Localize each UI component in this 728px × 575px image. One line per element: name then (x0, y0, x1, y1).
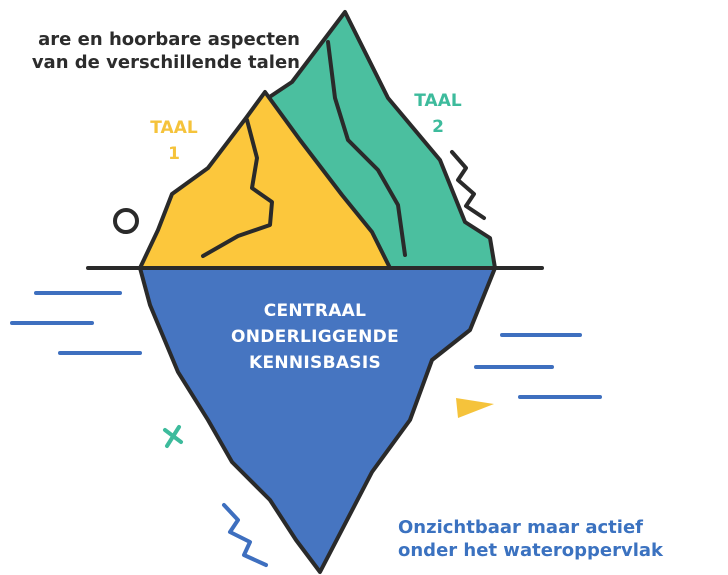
visible-aspects-caption: are en hoorbare aspecten van de verschil… (0, 28, 300, 74)
peak-taal-1-crack (201, 118, 274, 258)
label-line: 1 (168, 144, 180, 164)
underwater-caption: Onzichtbaar maar actief onder het watero… (398, 516, 663, 562)
label-line: TAAL (414, 91, 462, 111)
squiggle-decoration-blue (222, 503, 268, 567)
peak-taal-1 (138, 90, 392, 270)
underwater-iceberg (138, 266, 497, 574)
squiggle-decoration-dark (450, 150, 486, 220)
central-knowledge-label: CENTRAAL ONDERLIGGENDE KENNISBASIS (190, 298, 440, 376)
peak-taal-2-crack (326, 40, 407, 257)
label-line: KENNISBASIS (248, 353, 382, 373)
cross-decoration (163, 425, 183, 448)
circle-decoration (113, 208, 139, 234)
caption-line: are en hoorbare aspecten (38, 29, 300, 50)
label-line: TAAL (150, 118, 198, 138)
triangle-decoration (456, 398, 494, 418)
label-line: CENTRAAL (263, 301, 367, 321)
caption-line: Onzichtbaar maar actief (398, 517, 643, 538)
label-line: ONDERLIGGENDE (230, 327, 400, 347)
taal-1-label: TAAL 1 (128, 115, 220, 167)
taal-2-label: TAAL 2 (392, 88, 484, 140)
caption-line: onder het wateroppervlak (398, 540, 664, 561)
caption-line: van de verschillende talen (31, 52, 300, 73)
label-line: 2 (432, 117, 444, 137)
